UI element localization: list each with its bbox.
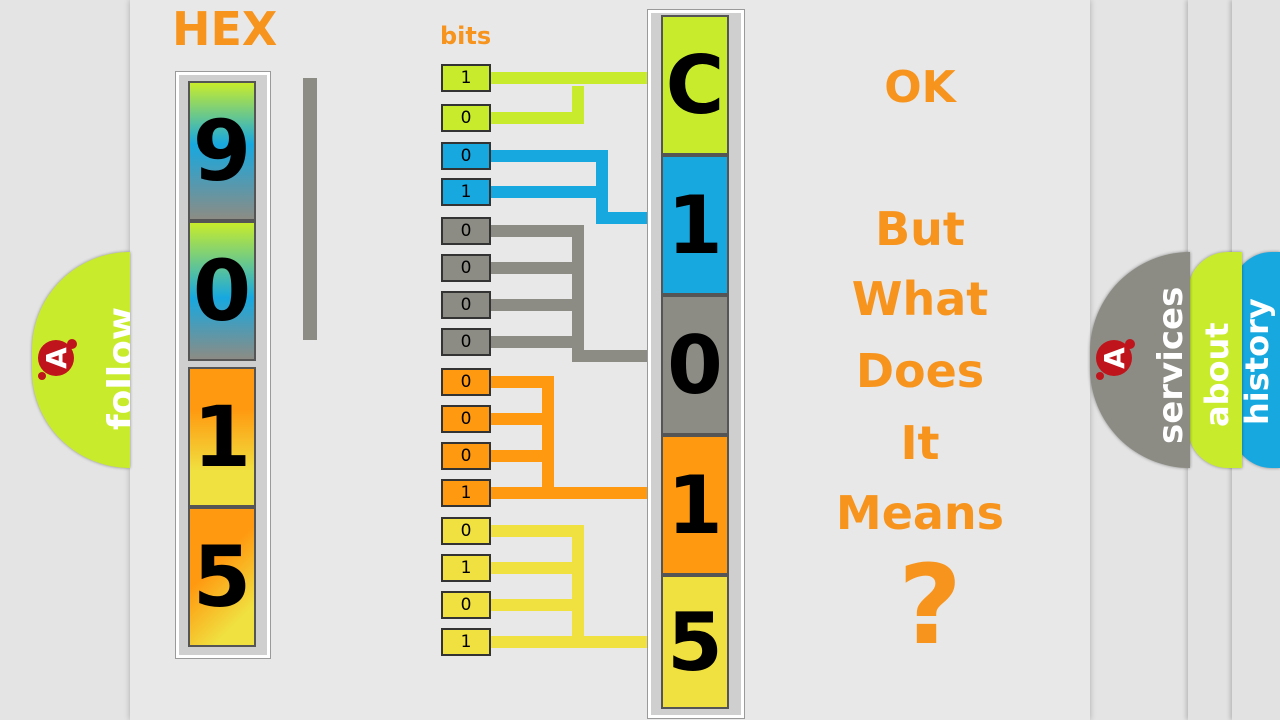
brand-logo-icon: A [1096, 339, 1135, 380]
question-mark: ? [898, 541, 962, 669]
hex-digit-cell: 9 [188, 81, 256, 221]
brand-logo-icon: A [38, 339, 77, 380]
hex-digit-column: 9 0 1 5 [175, 71, 271, 659]
result-digit: 0 [667, 318, 723, 412]
bit-box: 0 [441, 328, 491, 356]
services-tab-label: services [1151, 286, 1190, 444]
bit-box: 0 [441, 517, 491, 545]
bits-title: bits [440, 22, 492, 50]
hex-digit: 0 [192, 242, 252, 340]
bit-box: 0 [441, 254, 491, 282]
bit-box: 0 [441, 217, 491, 245]
hex-title: HEX [172, 2, 278, 56]
result-digit: 1 [667, 178, 723, 272]
bit-box: 0 [441, 142, 491, 170]
hex-digit-cell: 5 [188, 507, 256, 647]
bit-box: 0 [441, 104, 491, 132]
result-digit-cell: C [661, 15, 729, 155]
result-digit: C [665, 38, 725, 132]
message-line: What [851, 272, 989, 326]
message-line: It [900, 416, 940, 470]
result-digit: 1 [667, 458, 723, 552]
about-tab[interactable]: about [1188, 252, 1242, 468]
bit-box: 0 [441, 291, 491, 319]
svg-text:A: A [40, 347, 73, 369]
bit-box: 1 [441, 64, 491, 92]
hex-digit: 9 [192, 102, 252, 200]
bit-box: 0 [441, 591, 491, 619]
hex-digit-cell: 1 [188, 367, 256, 507]
bit-box: 0 [441, 368, 491, 396]
hex-digit-cell: 0 [188, 221, 256, 361]
message-line: But [875, 202, 965, 256]
bit-box: 1 [441, 628, 491, 656]
message-line: Does [855, 344, 985, 398]
result-digit-cell: 1 [661, 155, 729, 295]
about-tab-label: about [1198, 322, 1236, 427]
hex-digit: 5 [192, 528, 252, 626]
result-digit-cell: 1 [661, 435, 729, 575]
result-digit-cell: 5 [661, 575, 729, 709]
hex-digit: 1 [192, 388, 252, 486]
message-line: Means [835, 486, 1005, 540]
follow-tab-label: follow [101, 306, 130, 430]
bit-box: 1 [441, 554, 491, 582]
message-ok: OK [884, 62, 956, 113]
result-digit: 5 [667, 595, 723, 689]
bit-box: 0 [441, 405, 491, 433]
result-digit-cell: 0 [661, 295, 729, 435]
bit-box: 1 [441, 479, 491, 507]
svg-text:A: A [1098, 347, 1131, 369]
history-tab-label: history [1238, 298, 1276, 425]
result-digit-column: C 1 0 1 5 [647, 9, 745, 719]
bit-box: 1 [441, 178, 491, 206]
bit-box: 0 [441, 442, 491, 470]
